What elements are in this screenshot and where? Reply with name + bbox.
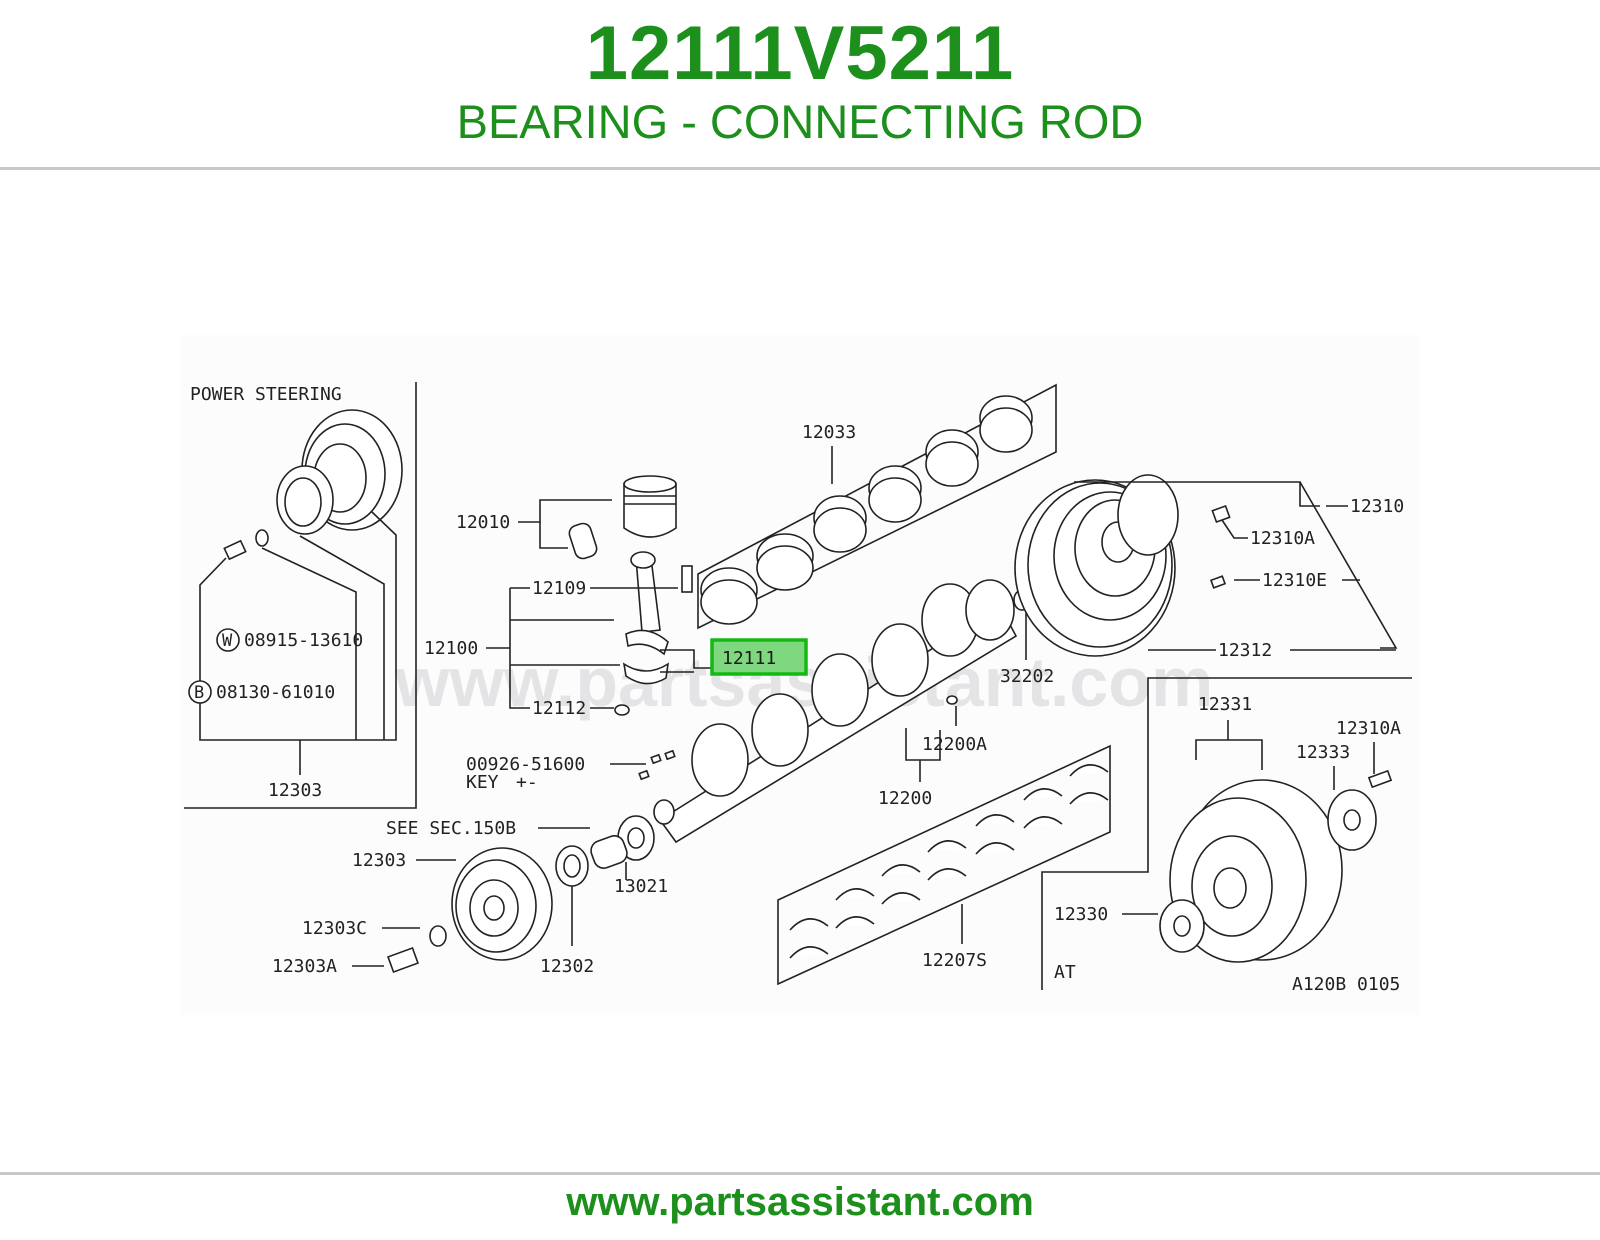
part-description: BEARING - CONNECTING ROD: [456, 95, 1144, 148]
label-12303-left: 12303: [352, 850, 406, 871]
piston-rings-panel: 12033: [697, 383, 1057, 630]
part-number-title: 12111V5211: [585, 11, 1015, 96]
highlight-box-12111[interactable]: [710, 638, 808, 676]
label-08130-61010: 08130-61010: [216, 682, 335, 703]
label-12333: 12333: [1296, 742, 1350, 763]
power-steering-label: POWER STEERING: [190, 384, 342, 405]
b-mark: B: [194, 683, 204, 703]
label-12310A: 12310A: [1250, 528, 1315, 549]
main-bearings-panel: 12207S: [777, 744, 1111, 986]
label-12200: 12200: [878, 788, 932, 809]
footer-divider: [0, 1172, 1600, 1175]
label-see-sec-150b: SEE SEC.150B: [386, 818, 516, 839]
label-00926-51600: 00926-51600: [466, 754, 585, 775]
front-pulley-group: SEE SEC.150B 13021 12302 12303 12303C 12…: [272, 815, 668, 977]
label-12302: 12302: [540, 956, 594, 977]
label-12112: 12112: [532, 698, 586, 719]
highlight-label-12111[interactable]: 12111: [722, 648, 776, 669]
key-symbol: +-: [516, 772, 538, 793]
page-header: 12111V5211 BEARING - CONNECTING ROD: [0, 0, 1600, 168]
footer-website[interactable]: www.partsassistant.com: [566, 1180, 1034, 1224]
label-12100: 12100: [424, 638, 478, 659]
header-divider: [0, 167, 1600, 170]
label-12310E: 12310E: [1262, 570, 1327, 591]
label-12303-top: 12303: [268, 780, 322, 801]
label-12303A: 12303A: [272, 956, 337, 977]
flywheel-mt: 12310 12310A 12310E 12312: [1014, 474, 1404, 661]
crank-throws: [691, 579, 1015, 797]
label-12310: 12310: [1350, 496, 1404, 517]
label-at: AT: [1054, 962, 1076, 983]
w-mark: W: [222, 631, 233, 651]
label-12033: 12033: [802, 422, 856, 443]
label-12312: 12312: [1218, 640, 1272, 661]
label-12303C: 12303C: [302, 918, 367, 939]
label-12310A-at: 12310A: [1336, 718, 1401, 739]
label-12109: 12109: [532, 578, 586, 599]
drawing-code: A120B 0105: [1292, 974, 1400, 995]
label-12330: 12330: [1054, 904, 1108, 925]
crankshaft: 32202 12200A 12200 00926-51600 KEY +-: [466, 579, 1054, 844]
label-12200A: 12200A: [922, 734, 987, 755]
label-12331: 12331: [1198, 694, 1252, 715]
label-12207S: 12207S: [922, 950, 987, 971]
label-08915-13610: 08915-13610: [244, 630, 363, 651]
parts-diagram: www.partsassistant.com POWER STEERING W …: [184, 382, 1412, 995]
at-drive-plate-inset: AT 12331 12330 12310A 12333 A120B 0105: [1041, 677, 1412, 995]
power-steering-inset: POWER STEERING W 08915-13610 B 08130-610…: [184, 382, 417, 809]
piston-conrod-assembly: 12010 12109 12100 12112 12111: [424, 475, 808, 719]
bearing-shells: [789, 764, 1109, 959]
ring-sets: [700, 395, 1033, 625]
label-32202: 32202: [1000, 666, 1054, 687]
label-12010: 12010: [456, 512, 510, 533]
label-key: KEY: [466, 772, 499, 793]
label-13021: 13021: [614, 876, 668, 897]
